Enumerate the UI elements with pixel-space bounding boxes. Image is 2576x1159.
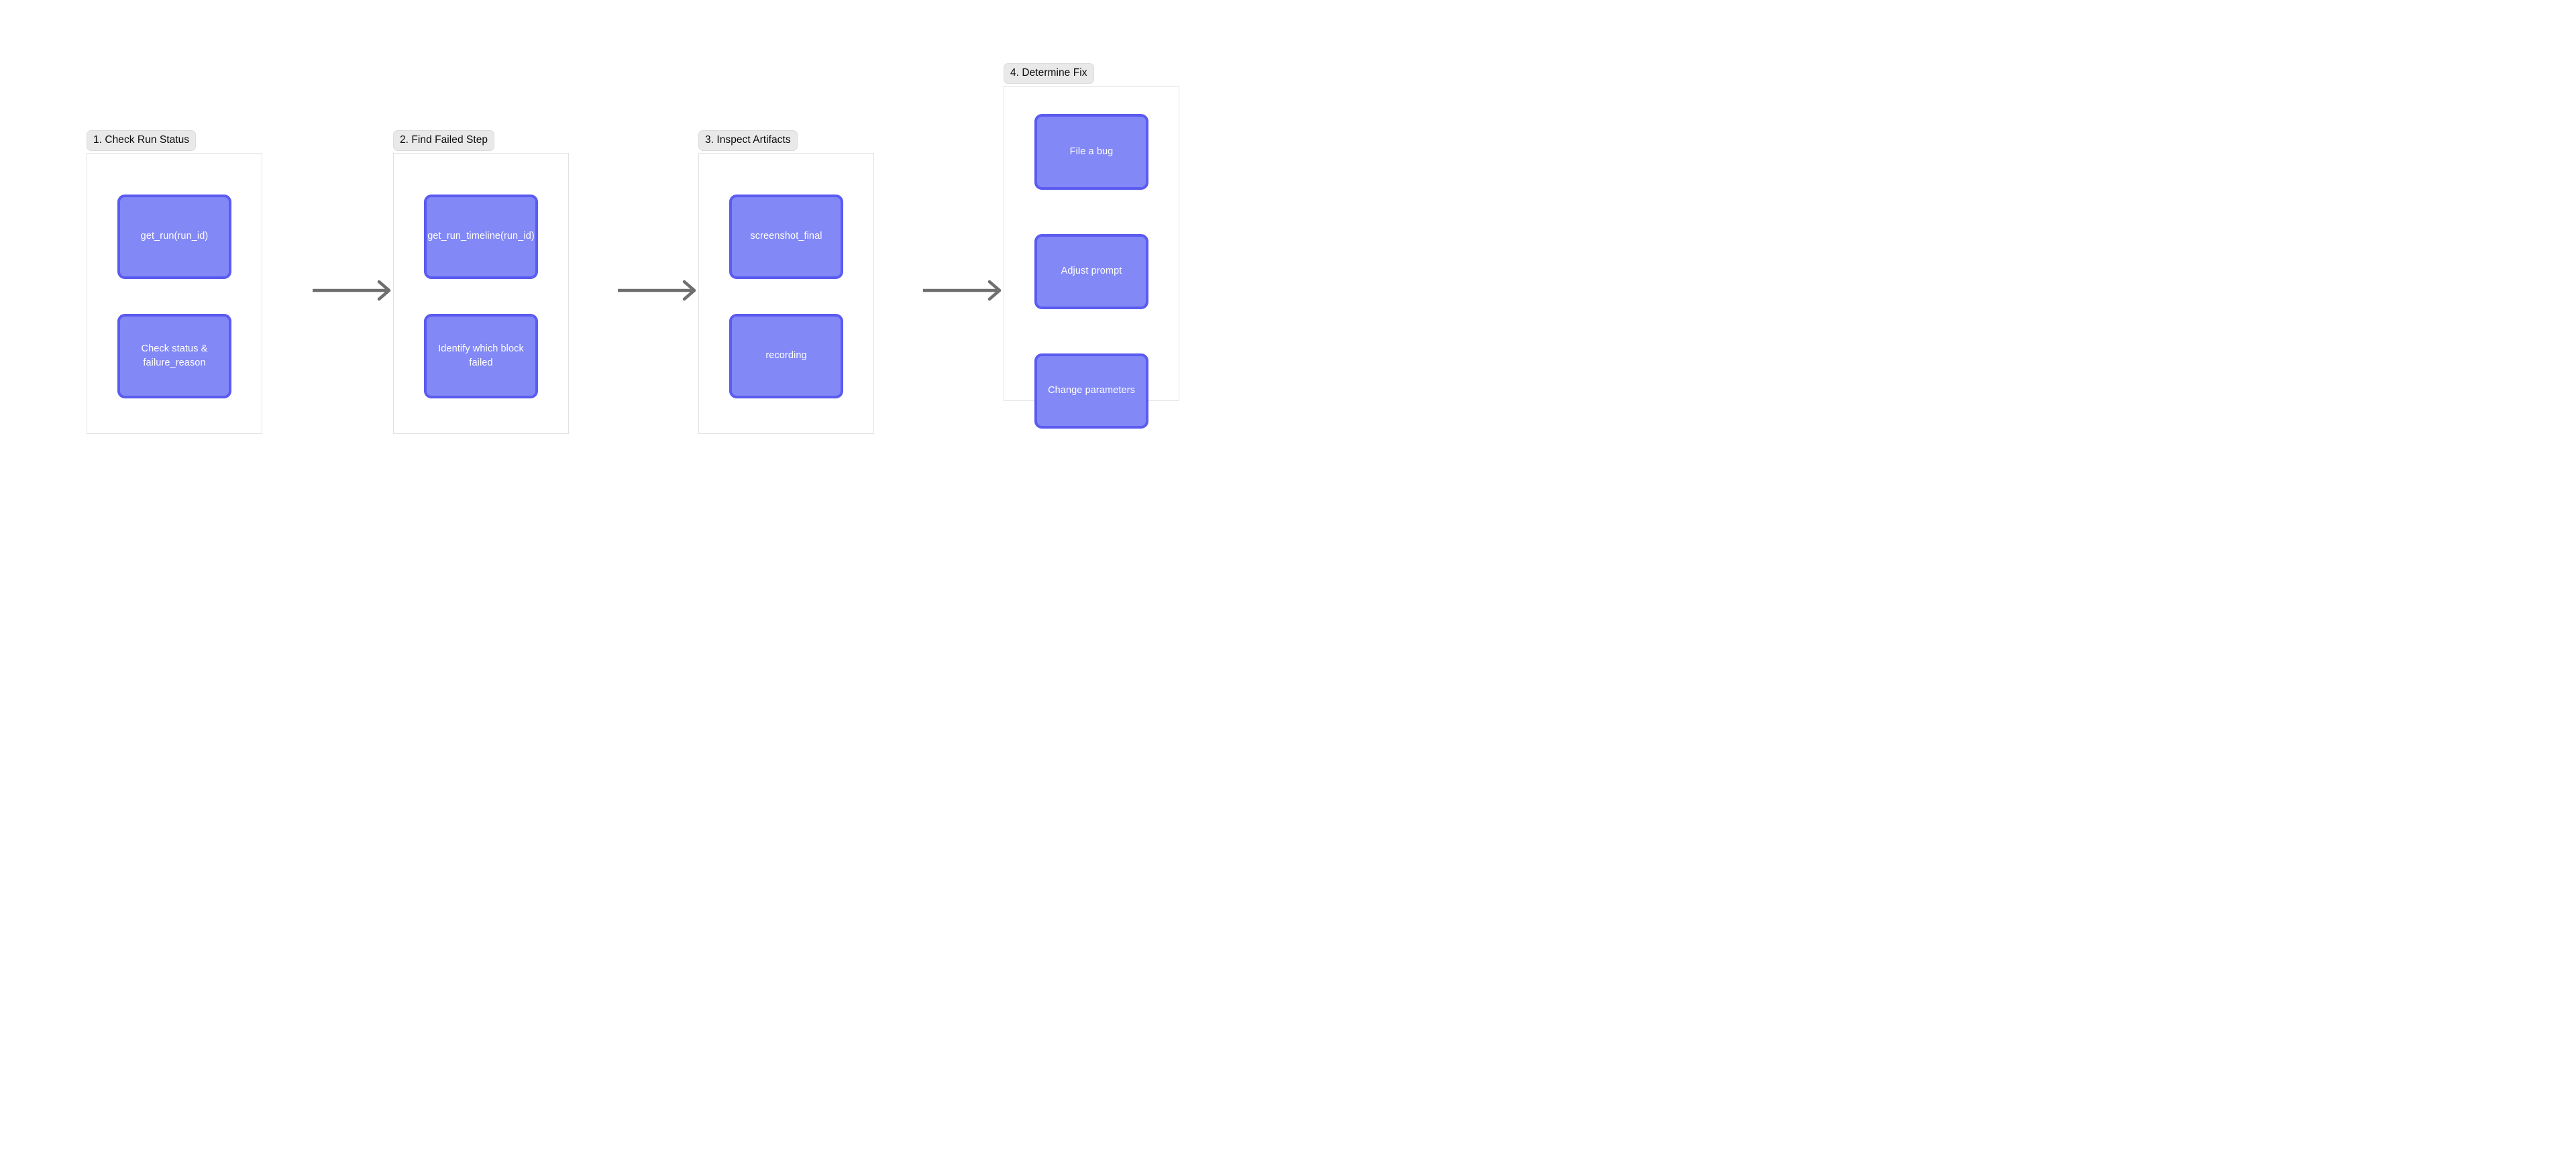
group-label-find-failed-step: 2. Find Failed Step (393, 130, 495, 151)
node-label-get-run-timeline: get_run_timeline(run_id) (427, 231, 535, 242)
node-change-parameters[interactable]: Change parameters (1034, 353, 1148, 429)
group-label-check-run-status: 1. Check Run Status (87, 130, 197, 151)
node-label-adjust-prompt: Adjust prompt (1061, 266, 1122, 277)
arrow-group3-to-group4 (923, 280, 1004, 301)
group-determine-fix: 4. Determine Fix File a bug Adjust promp… (1004, 63, 1179, 429)
node-identify-block[interactable]: Identify which block failed (424, 314, 538, 398)
node-label-file-a-bug: File a bug (1069, 146, 1114, 157)
diagram-canvas: 1. Check Run Status get_run(run_id) Chec… (0, 0, 1288, 580)
node-screenshot-final[interactable]: screenshot_final (729, 195, 843, 279)
arrow-group1-to-group2 (313, 280, 393, 301)
arrow-group2-to-group3 (618, 280, 698, 301)
group-label-determine-fix: 4. Determine Fix (1004, 63, 1094, 84)
group-label-inspect-artifacts: 3. Inspect Artifacts (698, 130, 798, 151)
node-label-change-parameters: Change parameters (1048, 385, 1135, 396)
group-find-failed-step: 2. Find Failed Step get_run_timeline(run… (393, 130, 569, 434)
node-label-get-run: get_run(run_id) (140, 231, 209, 242)
node-check-status[interactable]: Check status & failure_reason (117, 314, 231, 398)
node-adjust-prompt[interactable]: Adjust prompt (1034, 234, 1148, 309)
node-label-screenshot-final: screenshot_final (750, 231, 822, 242)
node-label-identify-block: Identify which block failed (438, 343, 524, 368)
node-get-run[interactable]: get_run(run_id) (117, 195, 231, 279)
node-label-recording: recording (765, 350, 807, 362)
node-get-run-timeline[interactable]: get_run_timeline(run_id) (424, 195, 538, 279)
group-check-run-status: 1. Check Run Status get_run(run_id) Chec… (87, 130, 262, 434)
node-label-check-status: Check status & failure_reason (141, 343, 208, 368)
node-file-a-bug[interactable]: File a bug (1034, 114, 1148, 190)
group-inspect-artifacts: 3. Inspect Artifacts screenshot_final re… (698, 130, 874, 434)
node-recording[interactable]: recording (729, 314, 843, 398)
